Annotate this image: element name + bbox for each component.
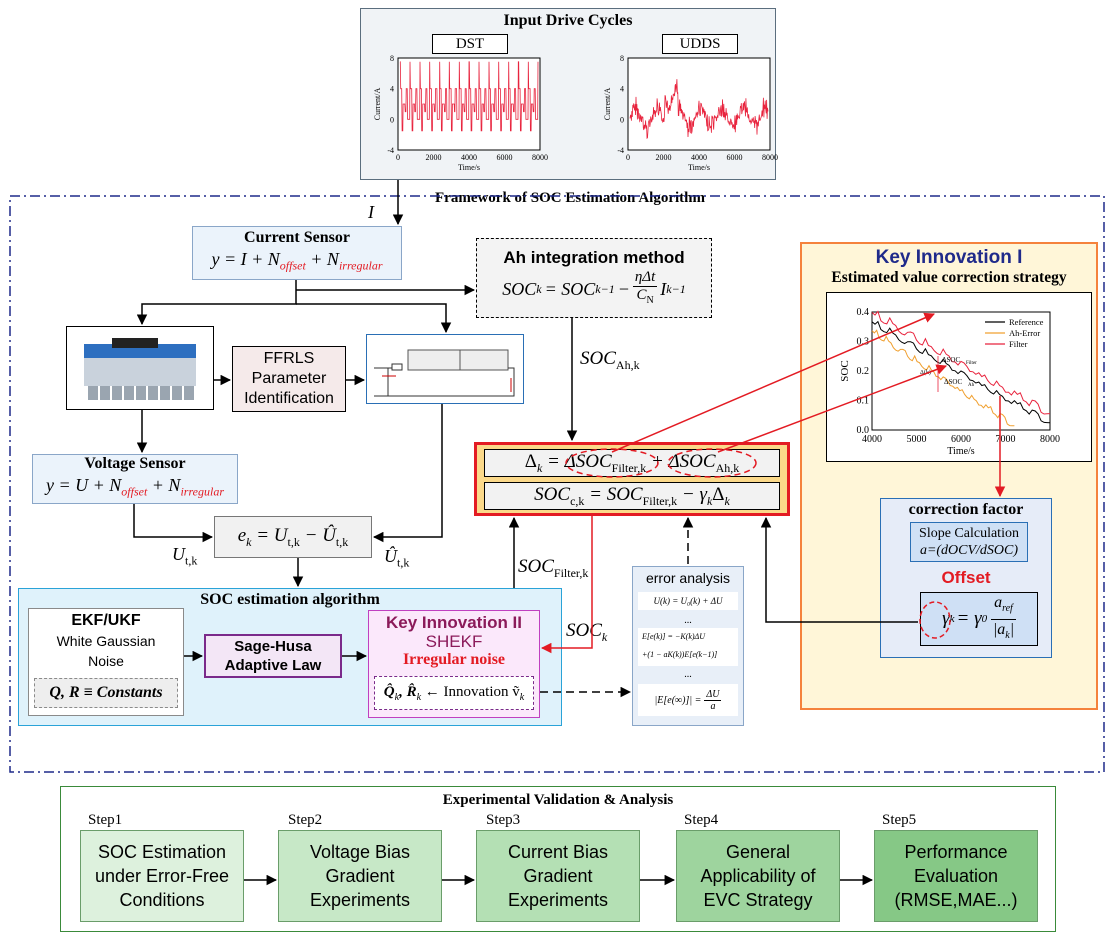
step3-box: Current Bias Gradient Experiments [476,830,640,922]
soc-k-label: SOCk [566,620,608,644]
voltage-sensor-title: Voltage Sensor [84,454,186,472]
error-eq-1: U(k) = U₀(k) + ΔU [638,592,738,610]
slope-calc-line2: a=(dOCV/dSOC) [919,543,1019,558]
uhat-label: Ût,k [384,546,410,570]
error-eq-2-line1: E[e(k)] = −K(k)ΔU [642,632,706,641]
step1-box: SOC Estimation under Error-Free Conditio… [80,830,244,922]
step2-label: Step2 [288,812,323,828]
sage-husa-box: Sage-Husa Adaptive Law [204,634,342,678]
soc-filter-label: SOCFilter,k [518,556,589,580]
step3-label: Step3 [486,812,521,828]
correction-factor-title: correction factor [908,501,1024,518]
error-ek-box: ek = Ut,k − Ût,k [214,516,372,558]
experimental-title: Experimental Validation & Analysis [442,791,674,808]
error-dots-2: ... [684,668,692,680]
offset-label: Offset [941,568,991,587]
delta-k-eq: Δk = ΔSOCFilter,k + ΔSOCAh,k [484,449,780,477]
slope-calc-line1: Slope Calculation [919,526,1019,541]
slope-calc-box: Slope Calculation a=(dOCV/dSOC) [910,522,1028,562]
delta-k-eq-text: Δk = ΔSOCFilter,k + ΔSOCAh,k [524,450,740,475]
ffrls-line3: Identification [244,390,334,407]
step5-box: Performance Evaluation (RMSE,MAE...) [874,830,1038,922]
ffrls-box: FFRLS Parameter Identification [232,346,346,412]
ah-integration-title: Ah integration method [503,248,685,267]
qhat-rhat-box: Q̂k, R̂k ← Innovation ṽk [374,676,534,710]
step4-box: General Applicability of EVC Strategy [676,830,840,922]
current-sensor-box: Current Sensor y = I + Noffset + Nirregu… [192,226,402,280]
dst-label: DST [432,34,508,54]
ah-fraction: ηΔt CN [632,269,658,309]
ah-denominator: CN [636,287,654,306]
arrow-to-circuit [296,303,452,334]
ekf-noise-line1: White Gaussian [56,633,156,649]
irregular-noise-label: Irregular noise [402,651,506,668]
ekf-title: EKF/UKF [71,612,141,629]
ffrls-line1: FFRLS [263,350,315,367]
error-eq-4-text: |E[e(∞)]| = ΔU a [654,688,722,712]
gamma-fraction: aref |ak| [991,594,1016,641]
qr-constants-box: Q, R ≡ Constants [34,678,178,708]
error-analysis-title: error analysis [645,570,731,586]
battery-image-box [66,326,214,410]
error-eq-2: E[e(k)] = −K(k)ΔU +(1 − aK(k))E[e(k−1)] [638,628,738,666]
sage-husa-line1: Sage-Husa [234,638,312,655]
ffrls-line2: Parameter [251,370,327,387]
key-innovation-2-title: Key Innovation II [385,613,523,632]
current-sensor-title: Current Sensor [244,228,350,246]
ut-label: Ut,k [172,544,198,568]
qhat-rhat-text: Q̂k, R̂k ← Innovation ṽk [383,683,525,703]
arrow-circuit-to-ek [372,404,443,543]
error-ek-eq: ek = Ut,k − Ût,k [237,524,349,549]
shekf-label: SHEKF [425,632,483,651]
error-eq-2-line2: +(1 − aK(k))E[e(k−1)] [642,650,718,659]
ekf-noise-line2: Noise [88,653,124,669]
soc-corrected-eq-text: SOCc,k = SOCFilter,k − γkΔk [534,483,730,508]
error-eq-4-fraction: ΔU a [704,688,722,712]
voltage-sensor-eq: y = U + Noffset + Nirregular [45,474,224,499]
key-innovation-1-title: Key Innovation I [875,247,1023,268]
step1-label: Step1 [88,812,123,828]
soc-ah-label: SOCAh,k [580,348,640,372]
step4-label: Step4 [684,812,719,828]
sage-husa-line2: Adaptive Law [224,657,322,674]
arrow-to-battery [136,290,297,326]
soc-corrected-eq: SOCc,k = SOCFilter,k − γkΔk [484,482,780,510]
error-dots-1: ... [684,614,692,626]
step2-box: Voltage Bias Gradient Experiments [278,830,442,922]
framework-title: Framework of SOC Estimation Algorithm [380,188,760,208]
current-I-label: I [368,202,374,222]
arrow-voltage-to-ek [133,504,214,543]
soc-algorithm-title: SOC estimation algorithm [200,591,380,608]
key-innovation-1-subtitle: Estimated value correction strategy [831,269,1067,286]
current-sensor-eq: y = I + Noffset + Nirregular [211,248,383,273]
input-cycles-title: Input Drive Cycles [503,12,633,29]
udds-label: UDDS [662,34,738,54]
error-eq-4: |E[e(∞)]| = ΔU a [638,684,738,716]
equivalent-circuit-box [366,334,524,404]
step5-label: Step5 [882,812,917,828]
voltage-sensor-box: Voltage Sensor y = U + Noffset + Nirregu… [32,454,238,504]
soc-plot-frame [826,292,1092,462]
